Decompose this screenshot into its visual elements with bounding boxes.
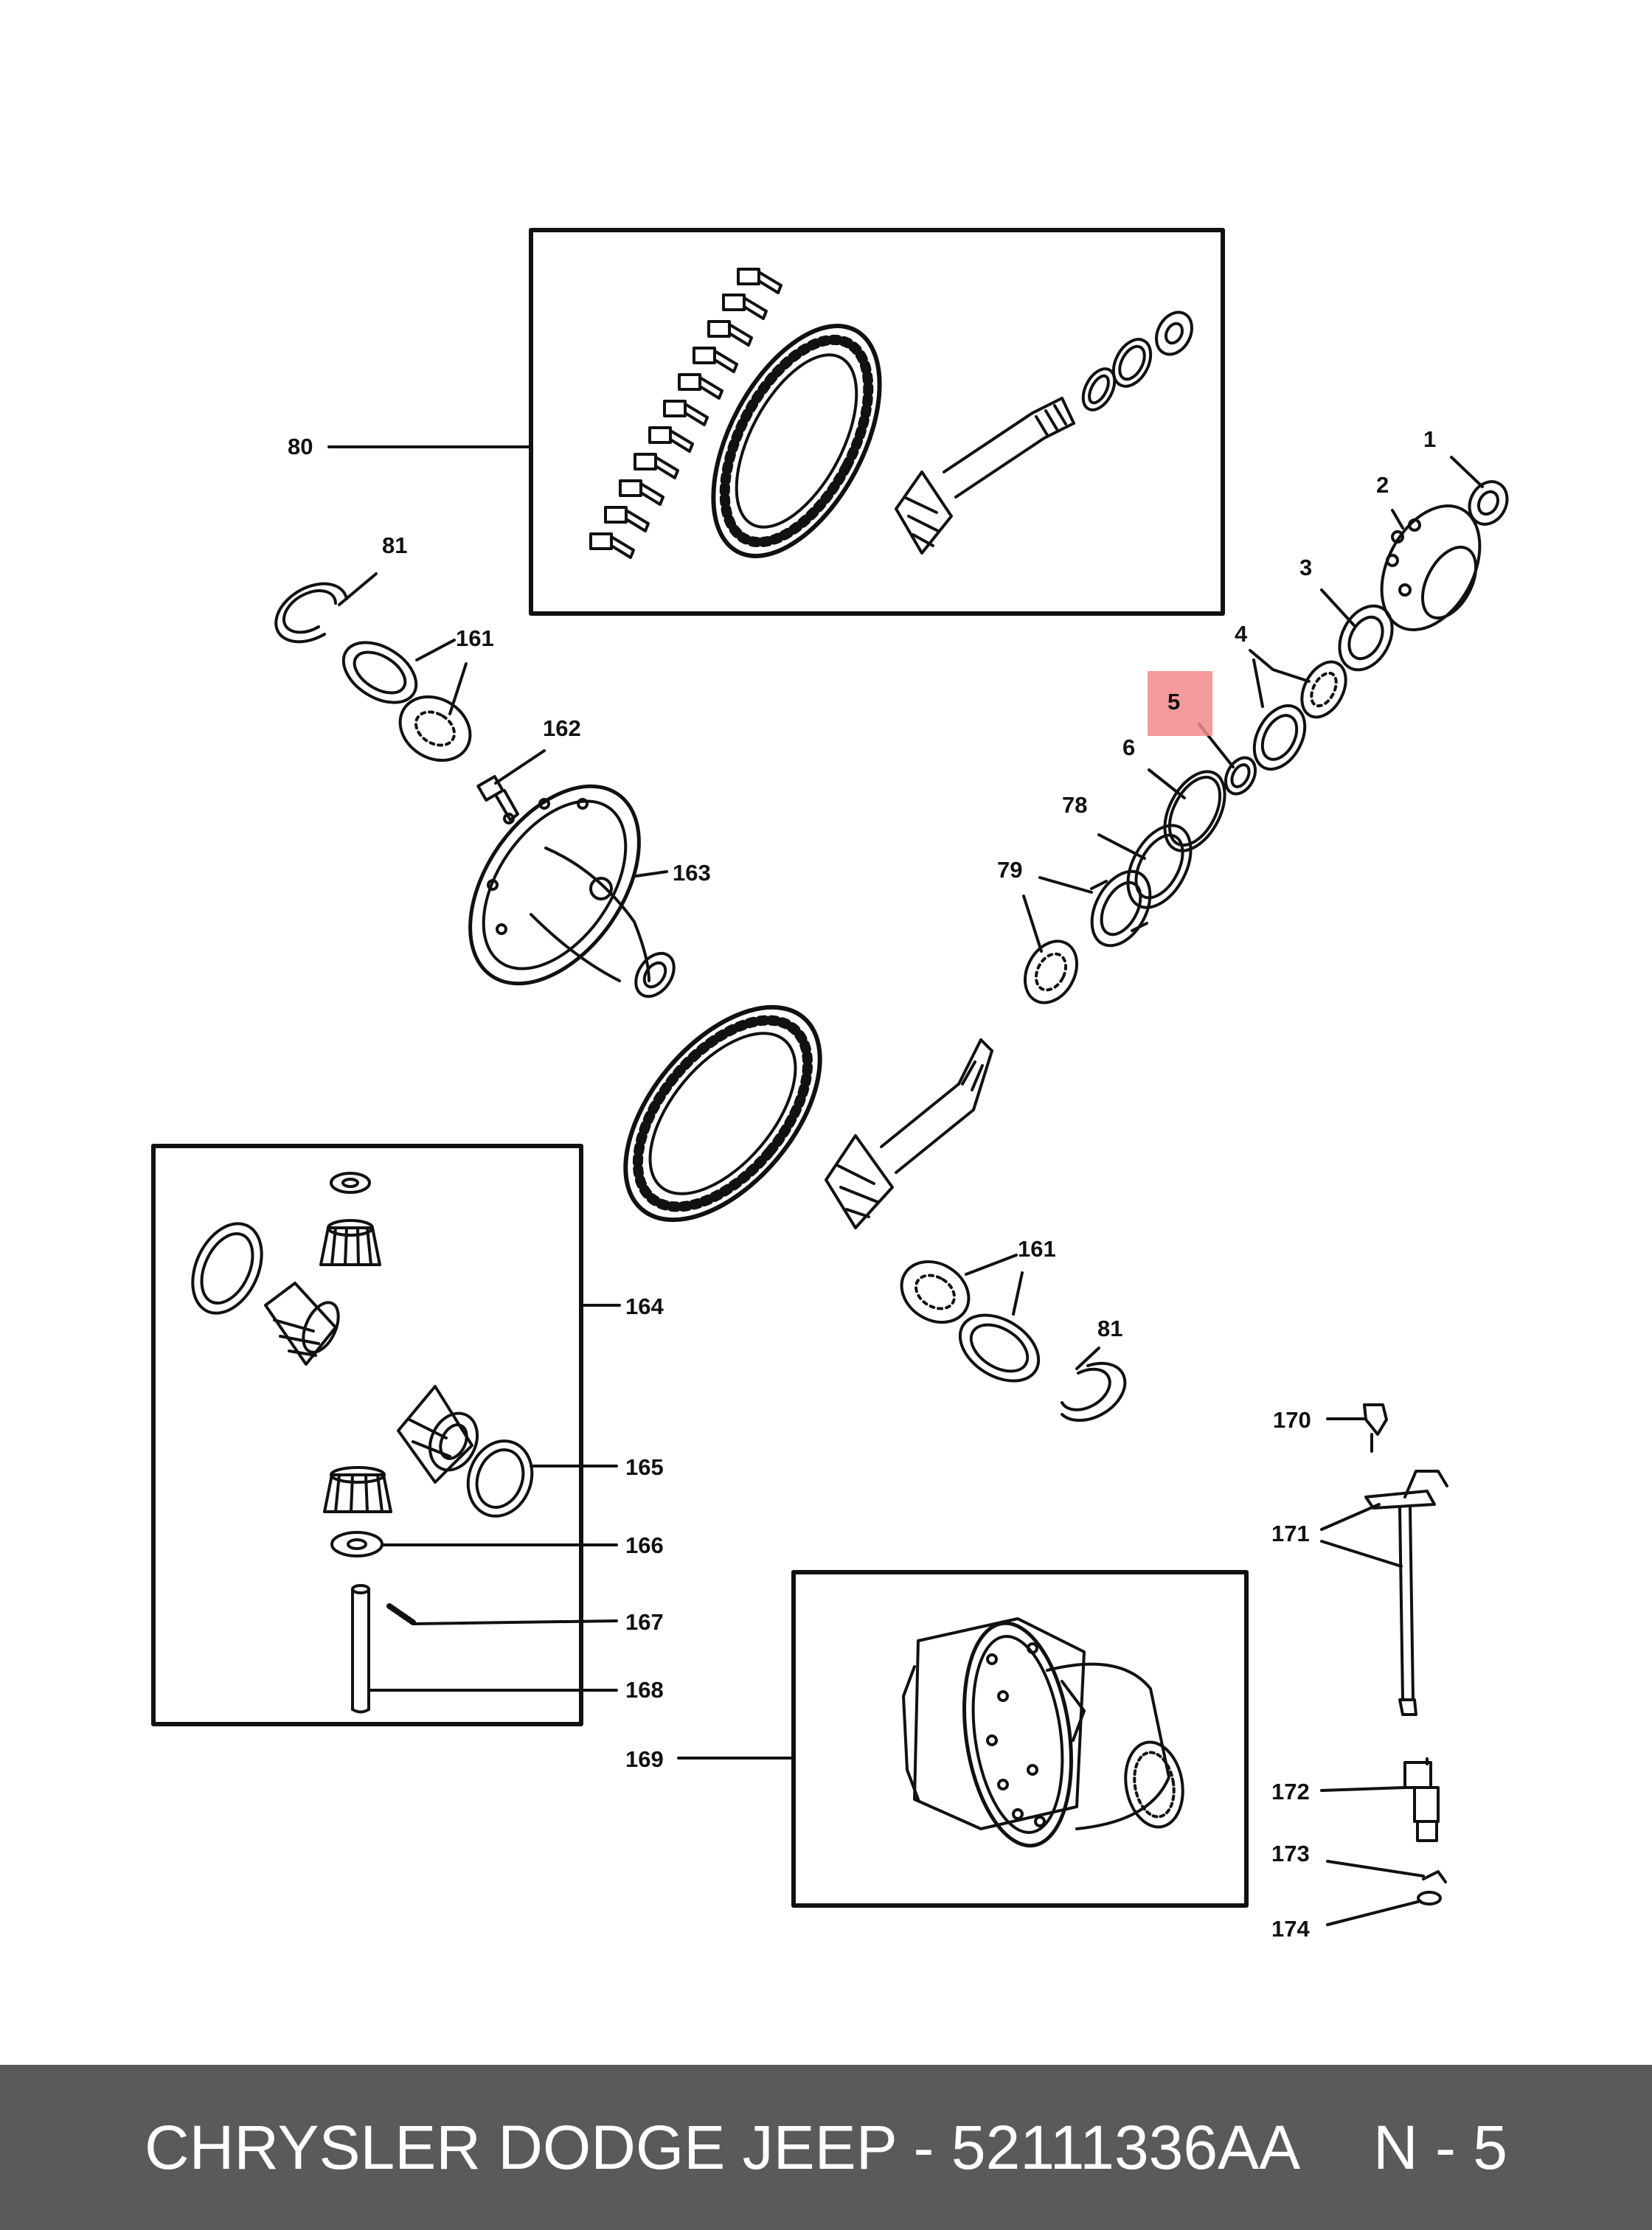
callout-161-top: 161 xyxy=(456,625,494,651)
snap-ring-81-bottom xyxy=(1061,1361,1127,1422)
highlight-box-5 xyxy=(1148,671,1212,736)
shim-6 xyxy=(1163,770,1226,852)
callout-168: 168 xyxy=(625,1677,664,1703)
footer-brand-part-number: CHRYSLER DODGE JEEP - 52111336AA xyxy=(145,2112,1301,2182)
callout-164: 164 xyxy=(625,1293,664,1319)
clip-173 xyxy=(1422,1870,1447,1883)
ring-pinion-kit-frame xyxy=(529,228,1225,616)
callout-163: 163 xyxy=(673,860,711,886)
ring-gear-bolts xyxy=(589,268,782,559)
footer-bar: CHRYSLER DODGE JEEP - 52111336AA N - 5 xyxy=(0,2065,1652,2230)
callout-78: 78 xyxy=(1062,792,1087,818)
ring-gear-middle xyxy=(623,1004,822,1223)
thrust-washer-top xyxy=(330,1172,371,1194)
pinion-nut-1 xyxy=(1468,480,1509,526)
shim-78 xyxy=(1126,824,1193,909)
callout-161-bottom: 161 xyxy=(1018,1236,1056,1262)
side-gear-thrust-washer-left xyxy=(191,1222,263,1315)
thrust-washer-166 xyxy=(330,1531,384,1557)
o-ring-174 xyxy=(1417,1891,1442,1906)
callout-2: 2 xyxy=(1376,472,1389,498)
thrust-washer-165 xyxy=(466,1439,534,1518)
snap-ring-81-top xyxy=(274,582,348,644)
callout-170: 170 xyxy=(1273,1407,1311,1433)
pinion-gear-middle xyxy=(825,1038,993,1229)
differential-gear-kit-frame xyxy=(151,1144,583,1726)
exploded-parts-diagram: 1 2 3 4 5 6 78 79 80 81 161 162 163 164 … xyxy=(151,228,1509,1942)
callout-4: 4 xyxy=(1235,621,1248,647)
callout-81-bottom: 81 xyxy=(1097,1316,1122,1341)
ring-gear-top xyxy=(711,324,882,558)
callout-1: 1 xyxy=(1423,426,1436,452)
cross-shaft-168 xyxy=(351,1584,370,1714)
differential-case-assembly-frame xyxy=(791,1570,1249,1908)
callout-173: 173 xyxy=(1271,1841,1310,1866)
callout-172: 172 xyxy=(1271,1779,1310,1805)
bearing-cup-79 xyxy=(1090,869,1152,948)
bearing-cone-161-top xyxy=(398,695,472,763)
callout-171: 171 xyxy=(1271,1521,1310,1546)
pinion-mate-gear-bottom xyxy=(323,1466,392,1513)
callout-162: 162 xyxy=(543,715,581,741)
bearing-cup-4 xyxy=(1252,704,1307,771)
callout-169: 169 xyxy=(625,1746,664,1772)
callout-165: 165 xyxy=(625,1454,664,1480)
callout-5: 5 xyxy=(1167,689,1180,715)
pinion-gear-top xyxy=(895,397,1075,555)
pinion-mate-gear-top xyxy=(319,1219,381,1266)
differential-case-163 xyxy=(468,784,676,998)
locker-case-assembly-169 xyxy=(902,1617,1184,1848)
collapsible-spacer-5 xyxy=(1224,756,1257,796)
callout-3: 3 xyxy=(1299,555,1312,580)
bearing-cone-161-bottom xyxy=(900,1260,971,1324)
footer-diagram-code: N - 5 xyxy=(1373,2112,1508,2182)
callout-labels: 1 2 3 4 5 6 78 79 80 81 161 162 163 164 … xyxy=(288,426,1436,1942)
callout-174: 174 xyxy=(1271,1916,1310,1942)
callout-166: 166 xyxy=(625,1532,664,1558)
callout-80: 80 xyxy=(288,434,313,459)
wiring-harness-171 xyxy=(1364,1470,1448,1716)
seal-3 xyxy=(1338,604,1394,672)
bearing-cone-79 xyxy=(1023,939,1079,1004)
callout-6: 6 xyxy=(1122,734,1135,760)
callout-167: 167 xyxy=(625,1609,664,1635)
callout-79: 79 xyxy=(997,857,1022,883)
lock-pin-167 xyxy=(386,1603,416,1625)
pinion-seal-washer-nut-set xyxy=(1081,310,1193,411)
yoke-flange-2 xyxy=(1380,504,1482,632)
bearing-cup-161-bottom xyxy=(958,1313,1041,1383)
solenoid-172 xyxy=(1403,1757,1440,1842)
leader-lines xyxy=(327,445,1484,1926)
side-gear-right xyxy=(397,1385,479,1484)
connector-170 xyxy=(1363,1403,1388,1453)
bearing-cup-161-top xyxy=(341,641,418,704)
callout-81-top: 81 xyxy=(382,532,407,558)
side-gear-left xyxy=(264,1282,340,1366)
